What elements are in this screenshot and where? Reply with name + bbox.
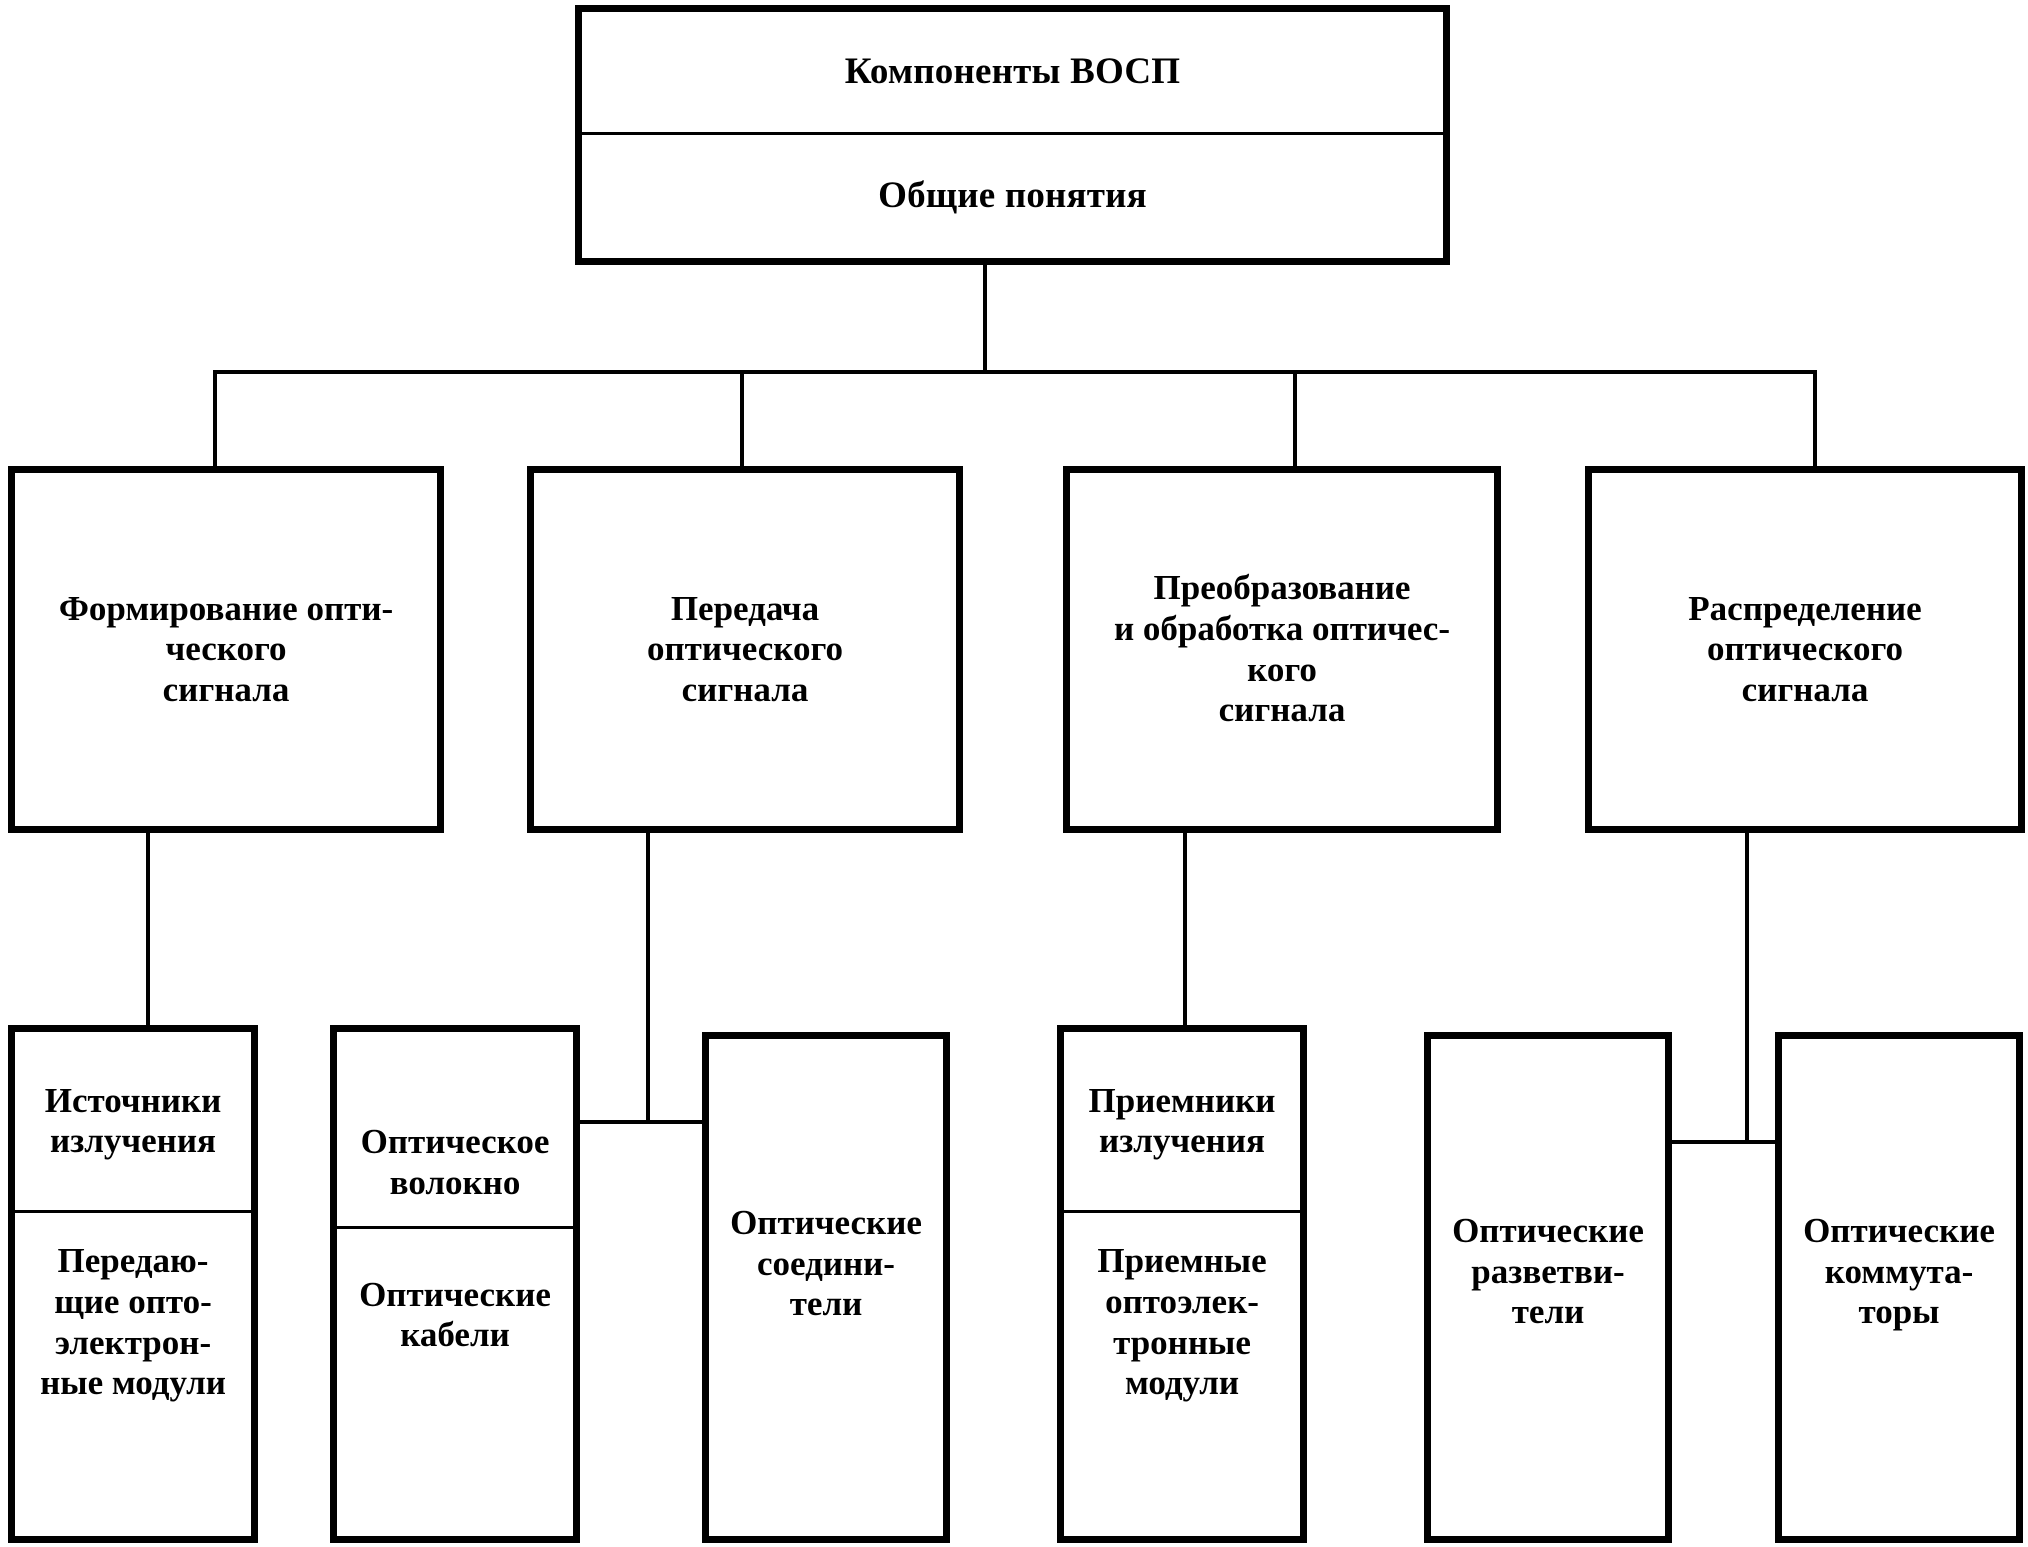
connector-drop-formation <box>213 370 217 470</box>
node-fiber-cell-2: Оптические кабели <box>359 1274 551 1355</box>
connector-drop-distribution <box>1813 370 1817 470</box>
root-header: Компоненты ВОСП <box>582 12 1443 135</box>
node-switches[interactable]: Оптические коммута- торы <box>1775 1032 2023 1543</box>
node-connectors-cell-1: Оптические соедини- тели <box>730 1203 922 1324</box>
connector-root-stem <box>983 258 987 374</box>
node-conversion-label: Преобразование и обработка оптичес- кого… <box>1114 568 1450 730</box>
node-formation[interactable]: Формирование опти- ческого сигнала <box>8 466 444 833</box>
connector-distribution-stem <box>1745 828 1749 1144</box>
node-fiber[interactable]: Оптическое волокно Оптические кабели <box>330 1025 580 1543</box>
connector-transmission-stem <box>646 828 650 1124</box>
node-connectors[interactable]: Оптические соедини- тели <box>702 1032 950 1543</box>
connector-level2-bus <box>213 370 1817 374</box>
connector-drop-transmission <box>740 370 744 470</box>
node-receivers-cell-1: Приемники излучения <box>1064 1032 1300 1214</box>
node-distribution-label: Распределение оптического сигнала <box>1688 588 1922 709</box>
node-transmission-label: Передача оптического сигнала <box>647 588 843 709</box>
node-splitters-cell-1: Оптические разветви- тели <box>1452 1211 1644 1332</box>
node-conversion[interactable]: Преобразование и обработка оптичес- кого… <box>1063 466 1501 833</box>
connector-drop-conversion <box>1293 370 1297 470</box>
node-switches-cell-1: Оптические коммута- торы <box>1803 1211 1995 1332</box>
node-receivers[interactable]: Приемники излучения Приемные оптоэлек- т… <box>1057 1025 1307 1543</box>
node-sources[interactable]: Источники излучения Передаю- щие опто- э… <box>8 1025 258 1543</box>
node-receivers-cell-2: Приемные оптоэлек- тронные модули <box>1097 1241 1267 1403</box>
node-transmission[interactable]: Передача оптического сигнала <box>527 466 963 833</box>
connector-formation-to-sources <box>146 828 150 1028</box>
connector-conversion-to-receivers <box>1183 828 1187 1028</box>
root-subheader: Общие понятия <box>878 175 1147 217</box>
node-fiber-cell-1: Оптическое волокно <box>337 1032 573 1229</box>
node-formation-label: Формирование опти- ческого сигнала <box>58 588 394 709</box>
node-distribution[interactable]: Распределение оптического сигнала <box>1585 466 2025 833</box>
node-root[interactable]: Компоненты ВОСП Общие понятия <box>575 5 1450 265</box>
node-sources-cell-1: Источники излучения <box>15 1032 251 1214</box>
connector-transmission-bus <box>430 1120 830 1124</box>
connector-distribution-bus <box>1534 1140 1962 1144</box>
node-sources-cell-2: Передаю- щие опто- электрон- ные модули <box>40 1241 226 1403</box>
node-splitters[interactable]: Оптические разветви- тели <box>1424 1032 1672 1543</box>
